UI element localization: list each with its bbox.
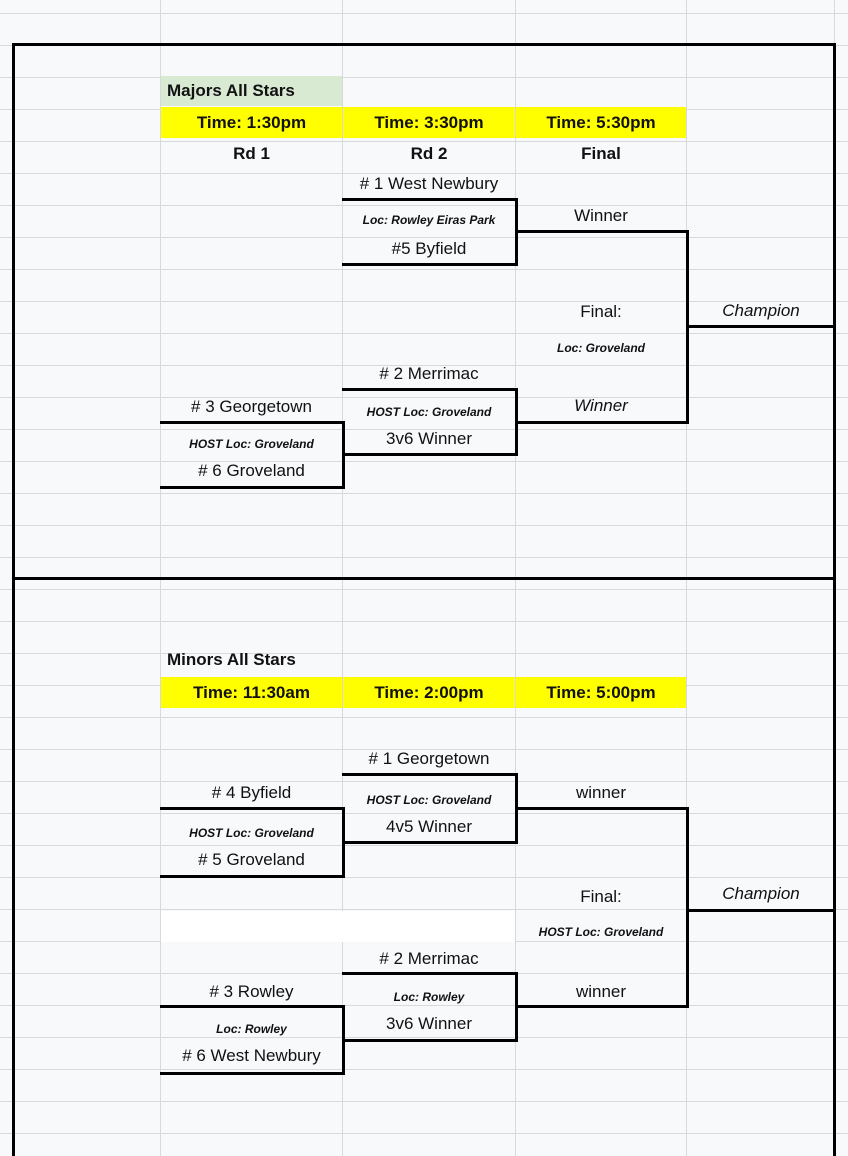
bracket-line xyxy=(342,453,518,456)
section-border-top xyxy=(12,43,836,46)
bracket-line xyxy=(686,807,689,1008)
majors-rd1-team2[interactable]: # 6 Groveland xyxy=(198,461,305,480)
minors-final-location[interactable]: HOST Loc: Groveland xyxy=(538,925,664,939)
bracket-line xyxy=(160,875,345,878)
bracket-line xyxy=(342,263,518,266)
minors-rd1-bottom-location[interactable]: Loc: Rowley xyxy=(216,1022,287,1036)
majors-time-rd2[interactable]: Time: 3:30pm xyxy=(343,107,515,138)
majors-title[interactable]: Majors All Stars xyxy=(161,76,342,106)
majors-time-rd1[interactable]: Time: 1:30pm xyxy=(161,107,342,138)
majors-rd2-top-team1[interactable]: # 1 West Newbury xyxy=(359,174,499,193)
minors-rd1-bottom-team1[interactable]: # 3 Rowley xyxy=(209,982,294,1001)
majors-final-winner-bottom[interactable]: Winner xyxy=(574,396,628,415)
minors-time-final[interactable]: Time: 5:00pm xyxy=(516,677,686,708)
majors-champion[interactable]: Champion xyxy=(722,301,800,320)
minors-final-label[interactable]: Final: xyxy=(580,887,622,906)
majors-rd2-bottom-location[interactable]: HOST Loc: Groveland xyxy=(366,405,492,419)
majors-rd2-bottom-team1[interactable]: # 2 Merrimac xyxy=(379,364,479,383)
bracket-line xyxy=(342,972,518,975)
minors-champion[interactable]: Champion xyxy=(722,884,800,903)
minors-rd2-bottom-team2[interactable]: 3v6 Winner xyxy=(386,1014,472,1033)
bracket-line xyxy=(342,198,518,201)
bracket-line xyxy=(515,1005,689,1008)
bracket-line xyxy=(686,325,836,328)
minors-rd1-top-location[interactable]: HOST Loc: Groveland xyxy=(189,826,314,840)
bracket-line xyxy=(515,230,689,233)
bracket-line xyxy=(342,807,345,878)
minors-time-rd1[interactable]: Time: 11:30am xyxy=(161,677,342,708)
minors-final-winner-bottom[interactable]: winner xyxy=(575,982,627,1001)
minors-title[interactable]: Minors All Stars xyxy=(167,650,296,669)
bracket-line xyxy=(160,807,345,810)
blank-row xyxy=(161,911,515,942)
majors-rd2-top-location[interactable]: Loc: Rowley Eiras Park xyxy=(362,213,496,227)
bracket-line xyxy=(515,807,689,810)
minors-rd2-top-location[interactable]: HOST Loc: Groveland xyxy=(366,793,492,807)
bracket-line xyxy=(342,1039,518,1042)
section-divider xyxy=(12,577,836,580)
section-border-right xyxy=(833,43,836,1156)
majors-round-final[interactable]: Final xyxy=(581,144,621,163)
majors-rd1-team1[interactable]: # 3 Georgetown xyxy=(191,397,312,416)
minors-rd2-top-team2[interactable]: 4v5 Winner xyxy=(386,817,472,836)
bracket-line xyxy=(160,1005,345,1008)
minors-rd1-top-team1[interactable]: # 4 Byfield xyxy=(211,783,292,802)
majors-final-location[interactable]: Loc: Groveland xyxy=(556,341,645,355)
minors-rd2-bottom-team1[interactable]: # 2 Merrimac xyxy=(379,949,479,968)
majors-rd2-bottom-team2[interactable]: 3v6 Winner xyxy=(386,429,472,448)
bracket-line xyxy=(515,421,689,424)
minors-rd2-top-team1[interactable]: # 1 Georgetown xyxy=(368,749,490,768)
bracket-line xyxy=(160,486,345,489)
bracket-line xyxy=(160,421,345,424)
bracket-line xyxy=(342,773,518,776)
minors-final-winner-top[interactable]: winner xyxy=(575,783,627,802)
section-border-left xyxy=(12,43,15,1156)
majors-time-final[interactable]: Time: 5:30pm xyxy=(516,107,686,138)
minors-rd1-top-team2[interactable]: # 5 Groveland xyxy=(198,850,305,869)
minors-time-rd2[interactable]: Time: 2:00pm xyxy=(343,677,515,708)
minors-rd1-bottom-team2[interactable]: # 6 West Newbury xyxy=(182,1046,321,1065)
majors-final-winner-top[interactable]: Winner xyxy=(574,206,628,225)
majors-final-label[interactable]: Final: xyxy=(580,302,622,321)
bracket-line xyxy=(342,841,518,844)
majors-round-rd1[interactable]: Rd 1 xyxy=(233,144,270,163)
minors-rd2-bottom-location[interactable]: Loc: Rowley xyxy=(393,990,465,1004)
bracket-line xyxy=(342,388,518,391)
majors-rd2-top-team2[interactable]: #5 Byfield xyxy=(391,239,467,258)
bracket-line xyxy=(160,1072,345,1075)
bracket-line xyxy=(342,1005,345,1075)
majors-round-rd2[interactable]: Rd 2 xyxy=(410,144,448,163)
bracket-line xyxy=(686,909,836,912)
majors-rd1-location[interactable]: HOST Loc: Groveland xyxy=(189,437,314,451)
